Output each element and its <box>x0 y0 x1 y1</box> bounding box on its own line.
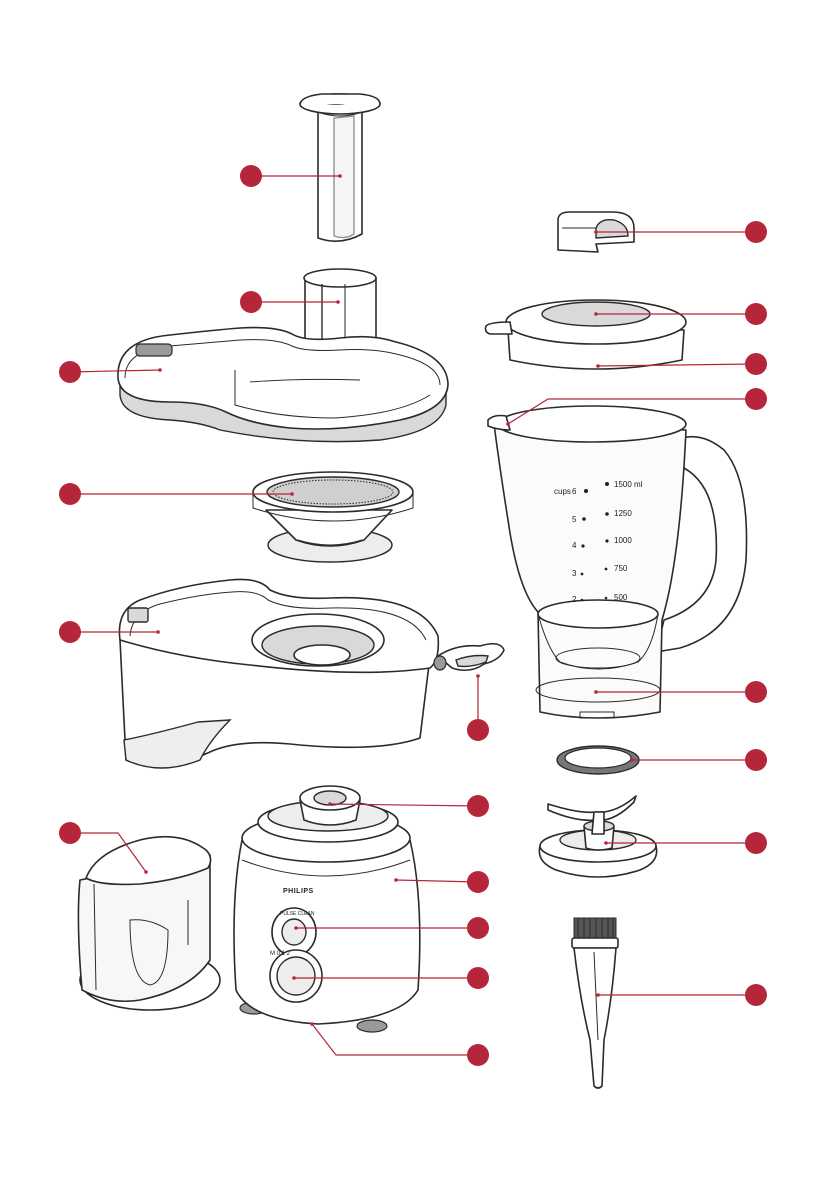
callout-brush <box>596 984 767 1006</box>
callout-clamp-anchor-dot <box>476 674 480 678</box>
callout-motor-unit <box>394 871 489 893</box>
juice-jug-part <box>77 835 221 1011</box>
callout-juice-jug-anchor-dot <box>144 870 148 874</box>
brand-label: PHILIPS <box>283 888 314 895</box>
callout-coupling-marker <box>467 795 489 817</box>
callout-jar-lid-opening <box>594 303 767 325</box>
callout-sealing-ring-marker <box>745 749 767 771</box>
callout-juicer-lid <box>59 361 162 383</box>
callout-pulp-container-anchor-dot <box>156 630 160 634</box>
blade-unit-part <box>538 795 658 878</box>
pulp-container-part <box>118 578 440 769</box>
jar-ml-1000: 1000 <box>614 536 632 545</box>
callout-spout <box>506 388 767 426</box>
callout-spout-leader-line <box>507 398 756 425</box>
callout-speed-knob <box>292 967 489 989</box>
callout-blender-jar <box>594 681 767 703</box>
blender-jar-part: cups 6 1500 ml 5 1250 4 1000 3 750 2 500 <box>487 405 748 719</box>
jar-lid-part <box>484 299 687 370</box>
motor-unit-part: PHILIPS PULSE CLEAN M 0 1 2 <box>233 785 421 1033</box>
callout-cord-storage-marker <box>467 1044 489 1066</box>
callout-filter-marker <box>59 483 81 505</box>
callout-cord-storage-leader-line <box>311 1023 478 1056</box>
callout-clamp-marker <box>467 719 489 741</box>
callout-jar-lid <box>596 353 767 375</box>
callout-juicer-lid-anchor-dot <box>158 368 162 372</box>
callout-blender-jar-marker <box>745 681 767 703</box>
jar-ml-1500: 1500 ml <box>614 480 643 489</box>
callout-motor-unit-anchor-dot <box>394 878 398 882</box>
callout-brush-marker <box>745 984 767 1006</box>
callout-blade-unit <box>604 832 767 854</box>
callout-filler-cap-anchor-dot <box>594 230 598 234</box>
callout-jar-lid-marker <box>745 353 767 375</box>
callout-juice-jug <box>59 822 148 874</box>
callout-speed-knob-marker <box>467 967 489 989</box>
callout-pulse-button-marker <box>467 917 489 939</box>
callout-blender-jar-anchor-dot <box>594 690 598 694</box>
callout-feed-tube <box>240 291 340 313</box>
callout-filter <box>59 483 294 505</box>
callout-pulse-button <box>294 917 489 939</box>
filter-part <box>252 471 414 563</box>
callout-filter-anchor-dot <box>290 492 294 496</box>
pusher-part <box>299 93 381 242</box>
callout-layer <box>59 165 767 1066</box>
callout-speed-knob-anchor-dot <box>292 976 296 980</box>
jar-cups-label: cups <box>554 487 571 496</box>
jar-ml-750: 750 <box>614 564 628 573</box>
callout-sealing-ring <box>630 749 767 771</box>
knob-label: M 0 1 2 <box>270 951 291 957</box>
jar-cup-2: 2 <box>572 595 577 604</box>
jar-ml-1250: 1250 <box>614 509 632 518</box>
jar-cup-5: 5 <box>572 515 577 524</box>
callout-filler-cap-marker <box>745 221 767 243</box>
callout-juice-jug-leader-line <box>70 832 147 873</box>
jar-cup-6: 6 <box>572 487 577 496</box>
callout-brush-anchor-dot <box>596 993 600 997</box>
callout-juice-jug-marker <box>59 822 81 844</box>
callout-juicer-lid-marker <box>59 361 81 383</box>
callout-pulse-button-anchor-dot <box>294 926 298 930</box>
callout-jar-lid-leader-line <box>597 363 757 367</box>
jar-cup-3: 3 <box>572 569 577 578</box>
sealing-ring-part <box>556 745 640 775</box>
callout-blade-unit-marker <box>745 832 767 854</box>
callout-pulp-container <box>59 621 160 643</box>
callout-feed-tube-anchor-dot <box>336 300 340 304</box>
juicer-lid-part <box>117 326 449 443</box>
callout-cord-storage-anchor-dot <box>310 1022 314 1026</box>
callout-pusher <box>240 165 342 187</box>
callout-jar-lid-opening-marker <box>745 303 767 325</box>
brush-part <box>571 917 619 1089</box>
callout-coupling-anchor-dot <box>328 802 332 806</box>
callout-motor-unit-leader-line <box>395 879 479 883</box>
clamp-part <box>433 642 505 672</box>
callout-spout-anchor-dot <box>506 422 510 426</box>
callout-jar-lid-opening-anchor-dot <box>594 312 598 316</box>
callout-blade-unit-anchor-dot <box>604 841 608 845</box>
button-label: PULSE CLEAN <box>280 911 315 917</box>
callout-coupling <box>328 795 489 817</box>
callout-sealing-ring-anchor-dot <box>630 758 634 762</box>
callout-pusher-anchor-dot <box>338 174 342 178</box>
callout-coupling-leader-line <box>329 803 479 807</box>
jar-ml-500: 500 <box>614 593 628 602</box>
callout-feed-tube-marker <box>240 291 262 313</box>
callout-spout-marker <box>745 388 767 410</box>
callout-clamp <box>467 674 489 741</box>
callout-motor-unit-marker <box>467 871 489 893</box>
callout-juicer-lid-leader-line <box>69 369 161 373</box>
callout-filler-cap <box>594 221 767 243</box>
callout-pulp-container-marker <box>59 621 81 643</box>
callout-jar-lid-anchor-dot <box>596 364 600 368</box>
jar-cup-4: 4 <box>572 541 577 550</box>
callout-cord-storage <box>310 1022 489 1066</box>
callout-pusher-marker <box>240 165 262 187</box>
